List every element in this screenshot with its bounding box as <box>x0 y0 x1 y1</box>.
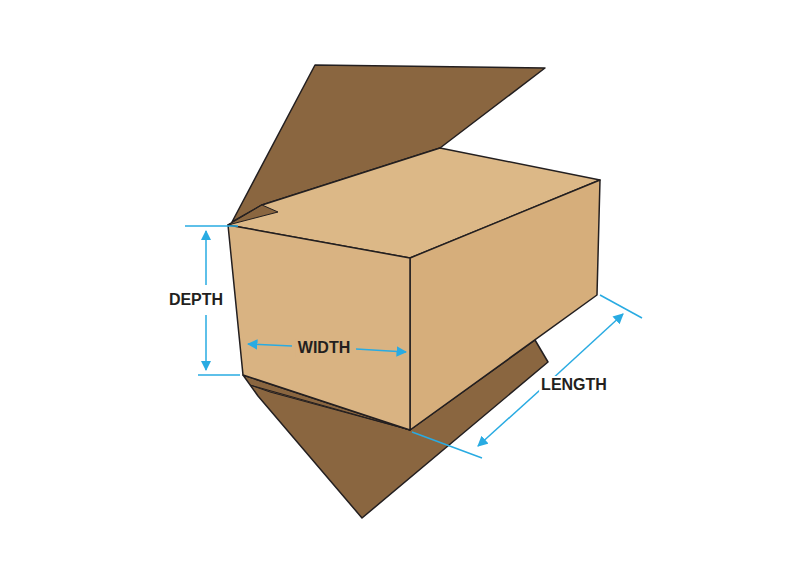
dimension-arrow <box>205 231 207 285</box>
extension-line <box>412 432 482 458</box>
dimension-arrow <box>248 344 292 346</box>
dimension-label: DEPTH <box>167 291 225 309</box>
front-face <box>228 225 410 430</box>
dimension-label: LENGTH <box>539 376 609 394</box>
dimension-arrow <box>205 315 207 370</box>
extension-line <box>185 225 238 227</box>
length-dimension <box>412 295 642 458</box>
extension-line <box>600 295 642 318</box>
inner-fold <box>228 205 278 225</box>
dimension-arrow <box>550 314 623 381</box>
dimension-label: WIDTH <box>296 339 352 357</box>
dimension-arrow <box>356 349 406 352</box>
extension-line <box>198 374 240 376</box>
